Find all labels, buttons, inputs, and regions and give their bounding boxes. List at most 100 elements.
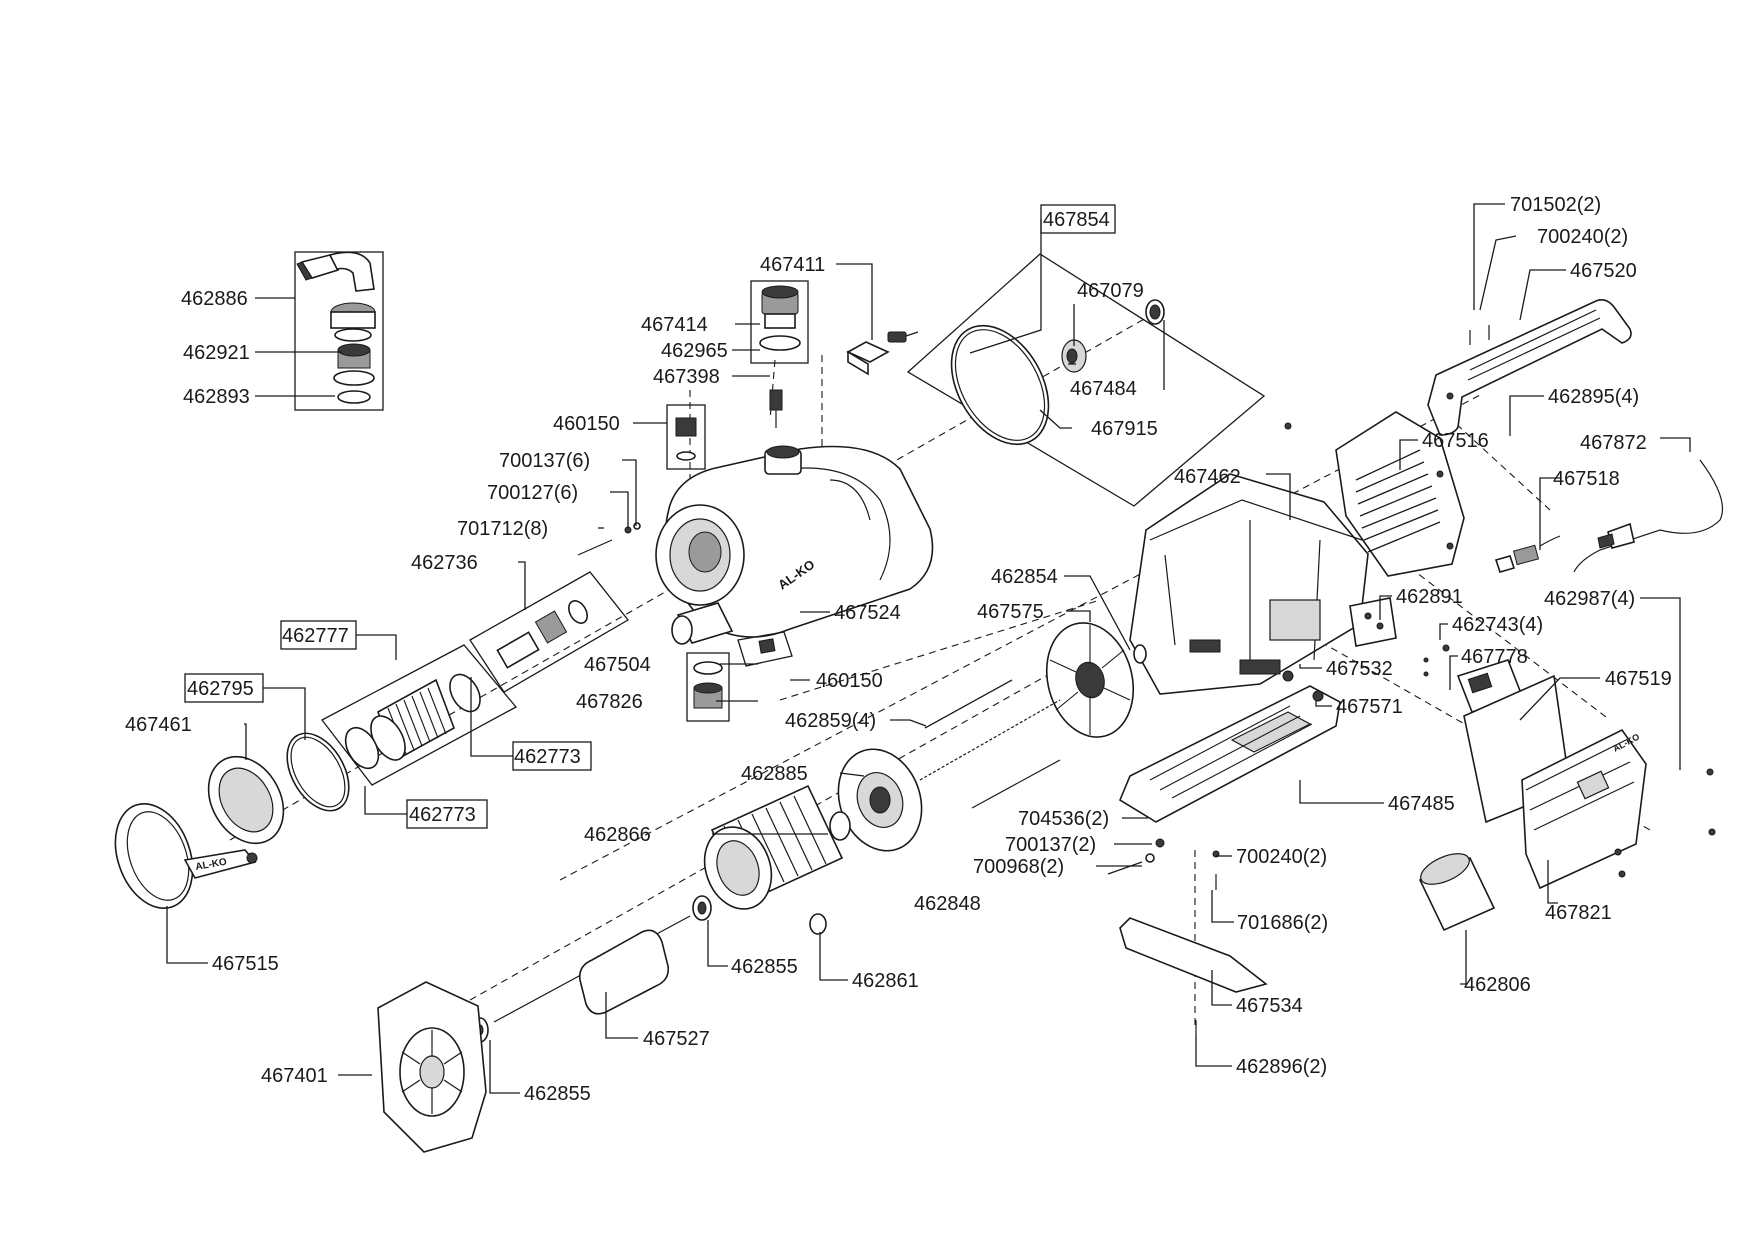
label-462777: 462777 <box>282 625 349 647</box>
label-467527: 467527 <box>643 1028 710 1050</box>
label-467518: 467518 <box>1553 468 1620 490</box>
cable-gland-467518 <box>1494 535 1561 573</box>
label-701686-2: 701686(2) <box>1237 912 1328 934</box>
fan-cover-467516 <box>1335 411 1465 577</box>
label-462891: 462891 <box>1396 586 1463 608</box>
label-462885: 462885 <box>741 763 808 785</box>
label-462861: 462861 <box>852 970 919 992</box>
valve-group-467504 <box>686 652 730 722</box>
vent-pin-467398 <box>769 389 783 428</box>
label-462855-lower: 462855 <box>524 1083 591 1105</box>
brand-mark-clamp: AL-KO <box>195 857 228 873</box>
motor-housing-467462 <box>1129 473 1369 695</box>
label-467401: 467401 <box>261 1065 328 1087</box>
clamp-ring-467515: AL-KO <box>114 802 258 910</box>
label-467915: 467915 <box>1091 418 1158 440</box>
label-700240-2-bottom: 700240(2) <box>1236 846 1327 868</box>
end-shield-462848 <box>837 748 923 852</box>
label-700137-6: 700137(6) <box>499 450 590 472</box>
foot-467534 <box>1119 917 1268 993</box>
label-467534: 467534 <box>1236 995 1303 1017</box>
label-462806: 462806 <box>1464 974 1531 996</box>
label-467414: 467414 <box>641 314 708 336</box>
label-boxes <box>184 204 1116 829</box>
label-467524: 467524 <box>834 602 901 624</box>
ejector-group-462736 <box>469 571 629 693</box>
pump-housing-467524: AL-KO <box>655 445 934 645</box>
label-467575: 467575 <box>977 601 1044 623</box>
label-467461: 467461 <box>125 714 192 736</box>
label-467778: 467778 <box>1461 646 1528 668</box>
label-700968-2: 700968(2) <box>973 856 1064 878</box>
label-467826: 467826 <box>576 691 643 713</box>
label-704536-2: 704536(2) <box>1018 808 1109 830</box>
label-467484: 467484 <box>1070 378 1137 400</box>
label-467485: 467485 <box>1388 793 1455 815</box>
grommet-462861 <box>809 913 827 935</box>
label-467462: 467462 <box>1174 466 1241 488</box>
label-467504: 467504 <box>584 654 651 676</box>
small-screws <box>1107 392 1716 1034</box>
label-462743-4: 462743(4) <box>1452 614 1543 636</box>
part-labels: 462886 462921 462893 467411 467414 46296… <box>125 194 1672 1105</box>
label-462921: 462921 <box>183 342 250 364</box>
screws-701712 <box>577 522 641 556</box>
front-cap-467461 <box>207 755 285 845</box>
label-467079: 467079 <box>1077 280 1144 302</box>
control-panel-467821: AL-KO <box>1521 728 1647 890</box>
label-462855-upper: 462855 <box>731 956 798 978</box>
label-701712-8: 701712(8) <box>457 518 548 540</box>
label-467520: 467520 <box>1570 260 1637 282</box>
label-462893: 462893 <box>183 386 250 408</box>
leader-lines <box>166 203 1691 1094</box>
bearing-462855-upper <box>692 895 712 921</box>
seal-kit-467854 <box>906 253 1266 507</box>
terminal-462891 <box>1349 597 1397 647</box>
label-462866: 462866 <box>584 824 651 846</box>
motor-flange-467401 <box>377 981 487 1153</box>
handle-467520 <box>1427 299 1632 436</box>
label-467398: 467398 <box>653 366 720 388</box>
label-462795: 462795 <box>187 678 254 700</box>
label-467821: 467821 <box>1545 902 1612 924</box>
tie-rods-462859 <box>919 679 1061 809</box>
label-460150-bottom: 460150 <box>816 670 883 692</box>
label-467854: 467854 <box>1043 209 1110 231</box>
label-462895-4: 462895(4) <box>1548 386 1639 408</box>
base-plate-467485 <box>1118 685 1341 823</box>
label-700137-2: 700137(2) <box>1005 834 1096 856</box>
label-460150-top: 460150 <box>553 413 620 435</box>
fill-plug-467414 <box>759 285 801 351</box>
label-462773-b: 462773 <box>409 804 476 826</box>
drain-plug-top-460150 <box>666 404 706 470</box>
label-462987-4: 462987(4) <box>1544 588 1635 610</box>
label-462848: 462848 <box>914 893 981 915</box>
label-700127-6: 700127(6) <box>487 482 578 504</box>
label-467516: 467516 <box>1422 430 1489 452</box>
label-462965: 462965 <box>661 340 728 362</box>
strainer-group-462777 <box>321 644 518 786</box>
label-467872: 467872 <box>1580 432 1647 454</box>
ring-462885 <box>829 811 851 841</box>
fan-467575 <box>1045 622 1135 738</box>
pressure-switch-467411 <box>846 331 919 376</box>
label-700240-2-top: 700240(2) <box>1537 226 1628 248</box>
rotor-467527 <box>493 915 691 1023</box>
label-462886: 462886 <box>181 288 248 310</box>
drain-plug-bottom-460150 <box>737 631 793 667</box>
label-462773-a: 462773 <box>514 746 581 768</box>
clip-462854 <box>1133 644 1147 664</box>
stator-462866 <box>703 784 844 910</box>
label-462896-2: 462896(2) <box>1236 1056 1327 1078</box>
label-467411: 467411 <box>760 254 825 276</box>
label-462859-4: 462859(4) <box>785 710 876 732</box>
power-cord-467872 <box>1573 459 1724 573</box>
label-467519: 467519 <box>1605 668 1672 690</box>
label-701502-2: 701502(2) <box>1510 194 1601 216</box>
label-467515: 467515 <box>212 953 279 975</box>
label-462854: 462854 <box>991 566 1058 588</box>
fitting-group-462886 <box>296 251 376 404</box>
o-ring-462795 <box>286 732 350 812</box>
capacitor-462806 <box>1418 853 1496 932</box>
